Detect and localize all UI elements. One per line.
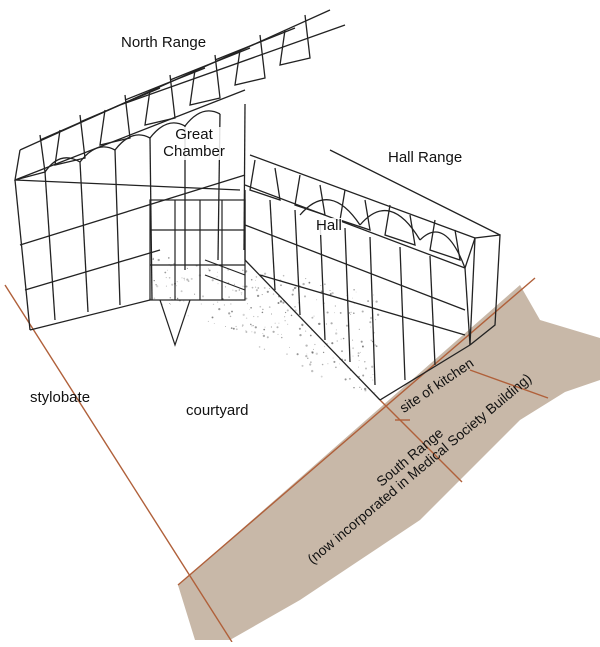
great-chamber-label: Great Chamber — [163, 126, 225, 160]
hall-range-frame — [244, 149, 501, 401]
courtyard-label: courtyard — [186, 402, 249, 419]
great-chamber-frame — [149, 199, 246, 347]
south-range-area — [178, 285, 600, 640]
hall-range-label: Hall Range — [388, 149, 463, 166]
site-boundary-lines — [4, 277, 549, 643]
great-chamber-label-line1: Great — [175, 126, 213, 143]
great-chamber-label-line2: Chamber — [163, 142, 225, 160]
stylobate-label: stylobate — [30, 389, 91, 406]
north-range-frame — [14, 9, 346, 331]
courtyard-ground — [149, 257, 380, 394]
north-range-label: North Range — [121, 34, 207, 51]
hall-label: Hall — [316, 217, 342, 235]
